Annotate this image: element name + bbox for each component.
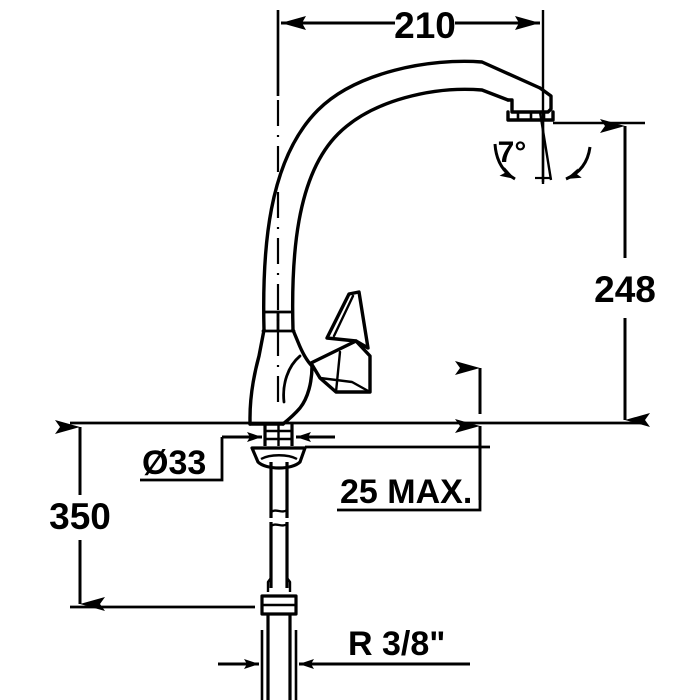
mounting-stud xyxy=(263,424,294,446)
tail-tube-shoulder xyxy=(266,577,292,592)
tail-tube-lower xyxy=(269,522,289,588)
tail-tube-break-lower xyxy=(270,522,288,528)
dimension-248-group: 248 xyxy=(553,119,656,427)
hex-nut xyxy=(260,594,298,616)
faucet-outline-group xyxy=(248,59,555,426)
deck-max-leader xyxy=(337,447,482,512)
dimension-label-210: 210 xyxy=(394,5,456,46)
tail-tube-break-upper xyxy=(270,508,288,514)
body-left-wall xyxy=(248,328,266,426)
lever-handle-arm-crease xyxy=(332,294,355,338)
angle-arc-right xyxy=(565,146,592,181)
note-deck-max-group: 25 MAX. xyxy=(337,447,482,512)
dimension-210-group: 210 xyxy=(276,5,545,182)
lever-handle-arm xyxy=(325,290,370,350)
spout-outer-curve xyxy=(261,59,542,332)
fixing-washer-inner-arc xyxy=(260,454,298,461)
dimension-label-248: 248 xyxy=(594,269,656,310)
dimension-label-hole-diameter: Ø33 xyxy=(142,444,206,482)
dimension-hole-diameter-group: Ø33 xyxy=(140,432,335,482)
hole-diameter-leader xyxy=(140,437,224,482)
spout-tip-outline xyxy=(506,86,553,114)
dimension-label-350: 350 xyxy=(49,496,111,537)
dimension-label-angle: 7° xyxy=(498,136,527,169)
shank-assembly-group xyxy=(250,424,307,700)
note-label-deck-max: 25 MAX. xyxy=(340,473,472,511)
supply-thread-tail xyxy=(266,614,292,700)
cartridge-dome-arc xyxy=(282,354,302,404)
lever-handle-lower-edge xyxy=(318,376,372,394)
lever-handle-front-crease xyxy=(334,350,342,394)
dimension-thread-group: R 3/8" xyxy=(218,625,470,700)
angle-annotation-group: 7° xyxy=(493,111,592,184)
body-base-skirt xyxy=(281,364,314,426)
dimension-label-thread: R 3/8" xyxy=(348,625,445,663)
dimension-350-group: 350 xyxy=(49,420,255,611)
tail-tube-upper xyxy=(269,462,289,518)
fixing-washer xyxy=(250,446,307,470)
angle-arc-left xyxy=(493,143,516,181)
spout-inner-curve xyxy=(290,87,510,332)
